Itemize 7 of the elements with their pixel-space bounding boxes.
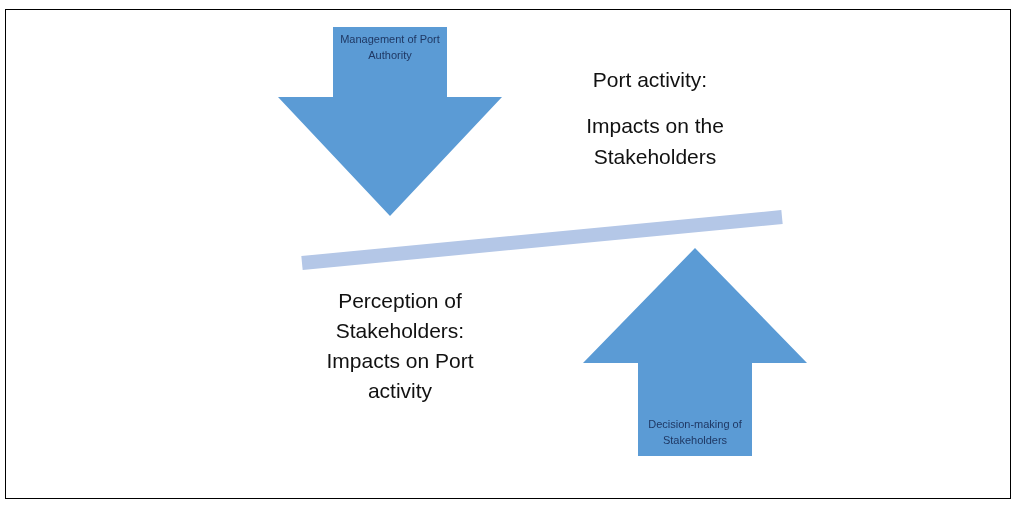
up-block-arrow [583,248,807,456]
arrow-label: Decision-making of Stakeholders [647,417,743,448]
caption-text: Impacts on the Stakeholders [585,113,725,170]
caption-text: Port activity: [591,67,709,93]
caption-text: Perception of Stakeholders: Impacts on Port activity [325,288,475,404]
down-block-arrow [278,27,502,216]
arrow-label: Management of Port Authority [339,32,441,63]
